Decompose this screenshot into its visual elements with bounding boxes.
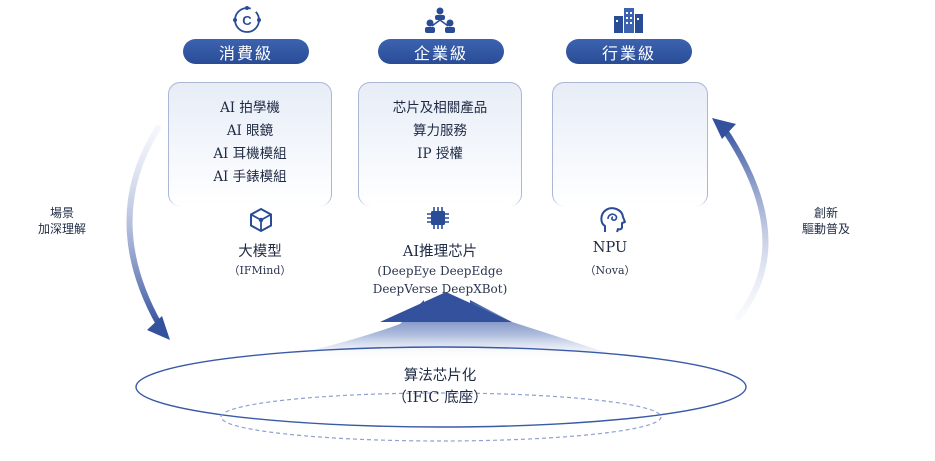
buildings-icon — [614, 8, 643, 33]
left-cycle-line1: 場景 — [49, 206, 74, 220]
cube-model-icon — [250, 207, 272, 233]
enterprise-item-list: 芯片及相關產品 算力服務 IP 授權 — [359, 97, 521, 166]
left-cycle-arrow — [126, 125, 163, 329]
list-item: AI 拍學機 — [220, 100, 280, 116]
chip-icon — [427, 207, 449, 229]
svg-text:C: C — [242, 13, 252, 28]
industry-product-title: NPU — [592, 240, 628, 256]
consumer-product-subtitle: （IFMind） — [228, 264, 292, 277]
people-network-icon — [425, 7, 455, 33]
industry-product-subtitle: （Nova） — [584, 264, 636, 277]
upward-arrowhead — [380, 292, 512, 322]
enterprise-panel: 芯片及相關產品 算力服務 IP 授權 — [358, 82, 522, 206]
list-item: 算力服務 — [413, 123, 467, 139]
base-title: 算法芯片化 — [403, 368, 477, 384]
right-cycle-arrow — [719, 123, 769, 321]
consumer-item-list: AI 拍學機 AI 眼鏡 AI 耳機模組 AI 手錶模組 — [169, 97, 331, 189]
tier-enterprise-pill: 企業級 — [378, 39, 504, 64]
tier-industry-pill: 行業級 — [566, 39, 692, 64]
list-item: AI 耳機模組 — [213, 146, 287, 162]
tier-consumer-pill: 消費級 — [183, 39, 309, 64]
base-subtitle: （IFIC 底座） — [392, 390, 488, 406]
right-cycle-line1: 創新 — [813, 206, 838, 220]
enterprise-product-subtitle-line1: (DeepEye DeepEdge — [377, 264, 503, 278]
list-item: AI 手錶模組 — [213, 169, 287, 185]
consumer-product-title: 大模型 — [238, 244, 282, 260]
consumer-c-icon: C — [233, 6, 261, 33]
base-ellipse-outer — [135, 346, 747, 428]
left-cycle-label: 場景 加深理解 — [22, 205, 102, 237]
right-cycle-label: 創新 驅動普及 — [786, 205, 866, 237]
base-label: 算法芯片化 （IFIC 底座） — [340, 365, 540, 409]
brain-head-icon — [600, 207, 626, 233]
industry-panel — [552, 82, 708, 206]
list-item: IP 授權 — [417, 146, 463, 162]
right-cycle-line2: 驅動普及 — [801, 222, 850, 236]
left-cycle-arrowhead — [147, 316, 170, 340]
enterprise-product-subtitle-line2: DeepVerse DeepXBot) — [372, 282, 508, 296]
consumer-panel: AI 拍學機 AI 眼鏡 AI 耳機模組 AI 手錶模組 — [168, 82, 332, 206]
list-item: 芯片及相關產品 — [392, 100, 488, 116]
base-ellipse-inner — [220, 392, 662, 442]
right-cycle-arrowhead — [712, 118, 736, 139]
enterprise-product-title: AI推理芯片 — [402, 244, 478, 260]
left-cycle-line2: 加深理解 — [37, 222, 86, 236]
upward-beam — [250, 300, 640, 364]
list-item: AI 眼鏡 — [226, 123, 274, 139]
